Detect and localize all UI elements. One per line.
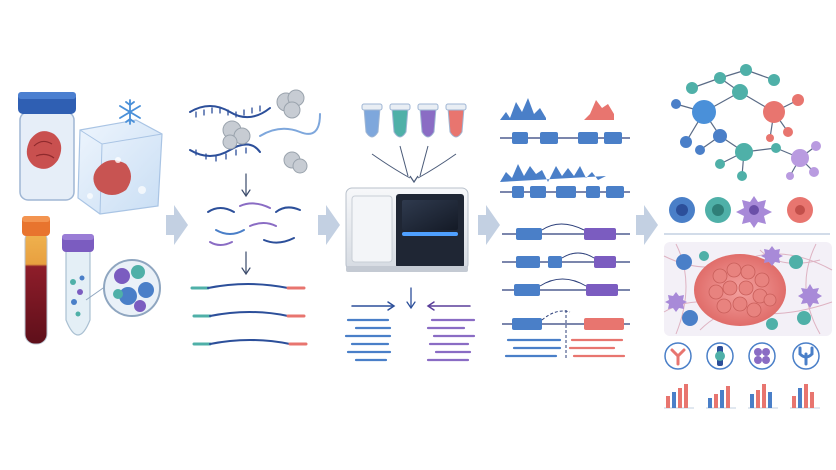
flow-arrow-3: [478, 205, 500, 245]
gene-network-icon: [671, 64, 821, 181]
coverage-track-icon: [500, 98, 630, 198]
frozen-tissue-jar-icon: [18, 92, 76, 201]
splicing-isoforms-icon: [502, 223, 630, 296]
process-arrow-a: [241, 173, 251, 198]
fusion-breakpoint-icon: [502, 310, 630, 360]
cell-suspension-tube-icon: [62, 234, 94, 336]
magnified-cells-icon: [85, 259, 161, 317]
immune-cell-types-icon: [669, 196, 813, 228]
protein-complex-icon: [222, 89, 308, 174]
flow-arrow-2: [318, 205, 340, 245]
tissue-in-ice-block-icon: [77, 119, 163, 215]
tumor-microenvironment-icon: [663, 242, 833, 336]
stage-sequencing: [344, 103, 476, 362]
barcode-tubes-icon: [361, 103, 467, 184]
sequencer-instrument-icon: [345, 187, 469, 272]
stage-sample-collection: [18, 92, 163, 345]
snowflake-icon: [119, 99, 141, 125]
process-arrow-b: [241, 251, 251, 276]
fragmented-strands-icon: [207, 202, 301, 246]
blood-tube-icon: [22, 216, 50, 345]
stage-biological-interpretation: [663, 64, 833, 409]
paired-reads-icon: [344, 287, 476, 362]
stage-library-preparation: [189, 89, 321, 346]
adapter-ligated-fragments-icon: [190, 283, 308, 346]
flow-arrow-1: [166, 205, 188, 245]
flow-arrow-4: [636, 205, 658, 245]
rna-strand-icon: [189, 105, 321, 162]
stage-read-analysis: [500, 98, 630, 360]
biomarker-bar-charts-icon: [664, 342, 820, 409]
